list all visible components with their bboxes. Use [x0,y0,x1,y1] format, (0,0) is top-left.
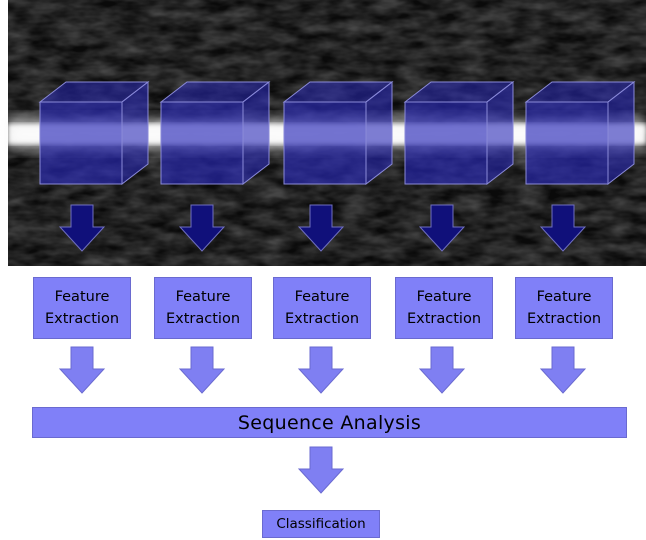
arrow-down-icon [178,346,226,394]
arrow-down-icon [539,346,587,394]
feature-extraction-box-4: Feature Extraction [395,277,493,339]
arrow-down-icon [418,204,466,252]
feature-extraction-label: Feature Extraction [44,289,120,327]
feature-extraction-label: Feature Extraction [526,289,602,327]
feature-extraction-box-1: Feature Extraction [33,277,131,339]
arrow-down-icon [58,204,106,252]
arrow-down-icon [297,346,345,394]
feature-extraction-label: Feature Extraction [165,289,241,327]
feature-extraction-label: Feature Extraction [406,289,482,327]
feature-extraction-box-3: Feature Extraction [273,277,371,339]
light-arrow-group [58,346,587,494]
volume-cube-icon [38,80,150,186]
arrow-down-icon [297,446,345,494]
volume-cube-icon [524,80,636,186]
feature-extraction-box-2: Feature Extraction [154,277,252,339]
feature-extraction-label: Feature Extraction [284,289,360,327]
sequence-analysis-box: Sequence Analysis [32,407,627,438]
dark-arrow-group [58,204,587,252]
arrow-down-icon [539,204,587,252]
volume-cube-icon [159,80,271,186]
feature-extraction-box-5: Feature Extraction [515,277,613,339]
volume-cube-group [38,80,636,186]
arrow-down-icon [297,204,345,252]
sequence-analysis-label: Sequence Analysis [237,411,422,434]
arrow-down-icon [58,346,106,394]
arrow-down-icon [418,346,466,394]
classification-label: Classification [276,516,366,532]
arrow-down-icon [178,204,226,252]
volume-cube-icon [282,80,394,186]
volume-cube-icon [403,80,515,186]
classification-box: Classification [262,510,380,538]
